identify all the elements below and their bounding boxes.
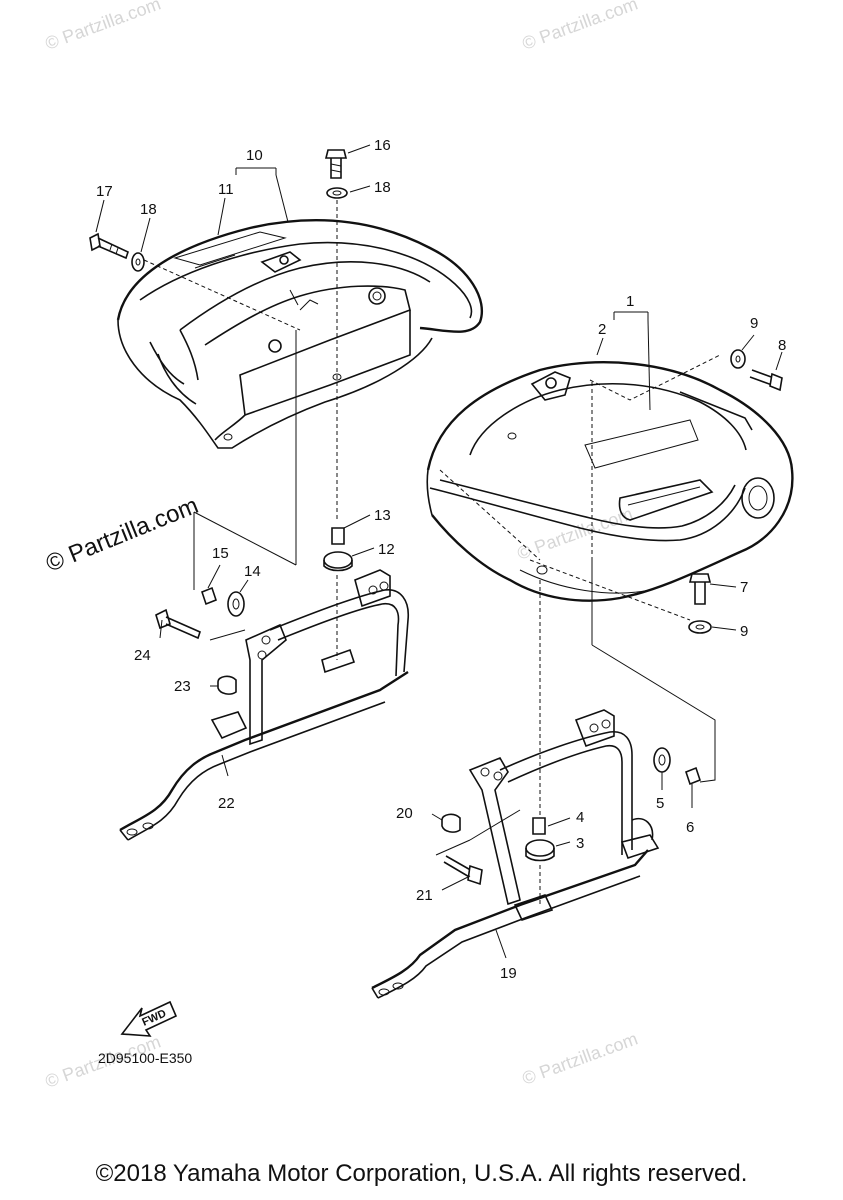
assembly-lines	[143, 200, 721, 905]
callout-24: 24	[134, 647, 151, 664]
callout-16: 16	[374, 137, 391, 154]
callout-9-upper: 9	[750, 315, 758, 332]
callout-19: 19	[500, 965, 517, 982]
callout-20: 20	[396, 805, 413, 822]
diagram-code: 2D95100-E350	[98, 1050, 192, 1066]
callout-15: 15	[212, 545, 229, 562]
callout-18-left: 18	[140, 201, 157, 218]
left-bracket	[119, 569, 410, 841]
right-saddlebag	[426, 361, 794, 602]
copyright-notice: ©2018 Yamaha Motor Corporation, U.S.A. A…	[95, 1160, 748, 1187]
watermark-top-left: © Partzilla.com	[43, 0, 164, 54]
watermark-bottom-right: © Partzilla.com	[520, 1028, 641, 1088]
callout-4: 4	[576, 809, 584, 826]
callout-23: 23	[174, 678, 191, 695]
callout-17: 17	[96, 183, 113, 200]
callout-14: 14	[244, 563, 261, 580]
callout-leaders	[95, 144, 783, 959]
callout-9-lower: 9	[740, 623, 748, 640]
callout-22: 22	[218, 795, 235, 812]
callout-13: 13	[374, 507, 391, 524]
callout-8: 8	[778, 337, 786, 354]
callout-3: 3	[576, 835, 584, 852]
callout-6: 6	[686, 819, 694, 836]
callout-5: 5	[656, 795, 664, 812]
callout-1: 1	[626, 293, 634, 310]
watermark-main: © Partzilla.com	[42, 492, 202, 578]
callout-10: 10	[246, 147, 263, 164]
right-bracket	[371, 709, 660, 999]
callout-12: 12	[378, 541, 395, 558]
watermark-center-right: © Partzilla.com	[515, 503, 636, 563]
callout-11: 11	[218, 181, 234, 198]
fwd-arrow-icon: FWD	[120, 1000, 178, 1037]
left-saddlebag	[116, 219, 484, 449]
callout-21: 21	[416, 887, 433, 904]
callout-18-top: 18	[374, 179, 391, 196]
callout-7: 7	[740, 579, 748, 596]
callout-2: 2	[598, 321, 606, 338]
callout-labels: 1 2 3 4 5 6 7 8 9 9 10 11 12 13 14 15 16…	[96, 137, 786, 982]
watermark-top-right: © Partzilla.com	[520, 0, 641, 54]
